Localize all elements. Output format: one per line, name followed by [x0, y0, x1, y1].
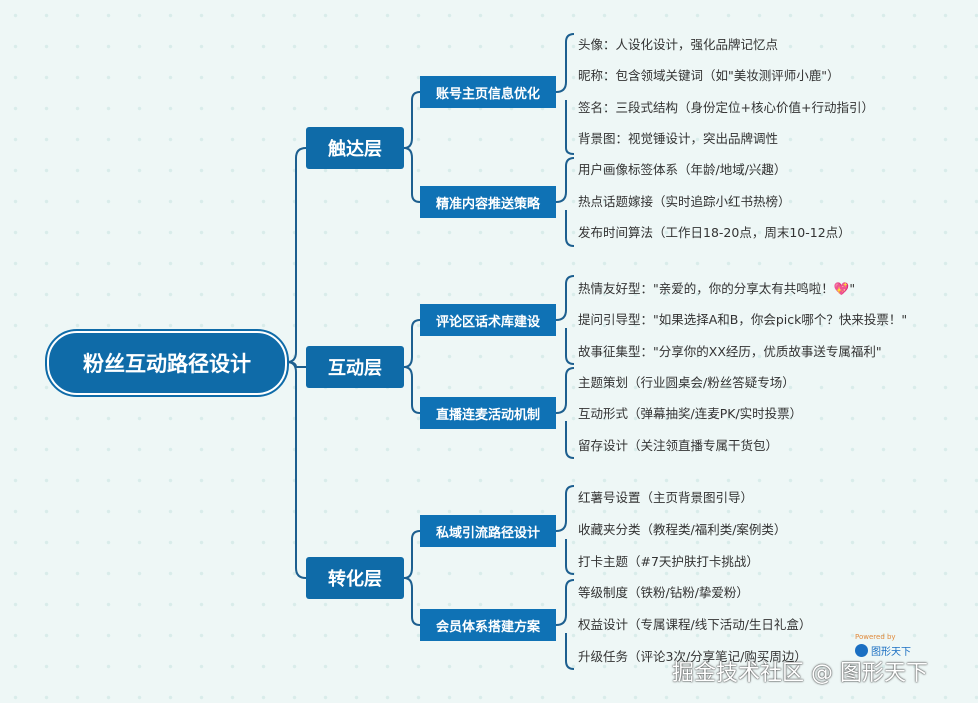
brace	[555, 275, 575, 365]
brace	[555, 33, 575, 155]
link	[403, 577, 421, 626]
leaf-node[interactable]: 昵称：包含领域关键词（如"美妆测评师小鹿"）	[578, 68, 840, 83]
link-root-l3	[286, 361, 307, 579]
leaf-node[interactable]: 留存设计（关注领直播专属干货包）	[578, 438, 779, 453]
link-root-l1	[286, 147, 307, 363]
link	[403, 530, 421, 579]
group-node[interactable]: 账号主页信息优化	[420, 76, 556, 108]
layer-node-conversion[interactable]: 转化层	[306, 557, 404, 599]
root-node[interactable]: 粉丝互动路径设计	[45, 329, 289, 397]
leaf-node[interactable]: 头像：人设化设计，强化品牌记忆点	[578, 37, 779, 52]
logo-text: 图形天下	[871, 647, 911, 658]
layer-node-reach[interactable]: 触达层	[306, 127, 404, 169]
leaf-node[interactable]: 提问引导型："如果选择A和B，你会pick哪个？快来投票！"	[578, 312, 908, 327]
leaf-node[interactable]: 升级任务（评论3次/分享笔记/购买周边）	[578, 649, 807, 664]
brace	[555, 485, 575, 575]
group-node[interactable]: 精准内容推送策略	[420, 186, 556, 218]
leaf-node[interactable]: 发布时间算法（工作日18-20点，周末10-12点）	[578, 225, 851, 240]
leaf-node[interactable]: 等级制度（铁粉/钻粉/挚爱粉）	[578, 585, 749, 600]
leaf-node[interactable]: 互动形式（弹幕抽奖/连麦PK/实时投票）	[578, 406, 803, 421]
link	[403, 91, 421, 149]
group-node[interactable]: 私域引流路径设计	[420, 515, 556, 547]
group-node[interactable]: 评论区话术库建设	[420, 304, 556, 336]
powered-by-label: Powered by	[855, 633, 896, 641]
brace	[555, 579, 575, 670]
leaf-node[interactable]: 权益设计（专属课程/线下活动/生日礼盒）	[578, 617, 812, 632]
brand-logo: 图形天下	[855, 643, 911, 658]
watermark: 掘金技术社区 @ 图形天下	[672, 661, 928, 686]
layer-node-interaction[interactable]: 互动层	[306, 346, 404, 388]
brace	[555, 157, 575, 247]
leaf-node[interactable]: 用户画像标签体系（年龄/地域/兴趣）	[578, 162, 787, 177]
link	[403, 319, 421, 368]
leaf-node[interactable]: 主题策划（行业圆桌会/粉丝答疑专场）	[578, 375, 795, 390]
brace	[555, 367, 575, 459]
leaf-node[interactable]: 故事征集型："分享你的XX经历，优质故事送专属福利"	[578, 344, 882, 359]
link	[403, 366, 421, 414]
link	[403, 147, 421, 203]
leaf-node[interactable]: 背景图：视觉锤设计，突出品牌调性	[578, 131, 779, 146]
group-node[interactable]: 会员体系搭建方案	[420, 609, 556, 641]
leaf-node[interactable]: 签名：三段式结构（身份定位+核心价值+行动指引）	[578, 100, 874, 115]
leaf-node[interactable]: 热情友好型："亲爱的，你的分享太有共鸣啦！💖"	[578, 281, 856, 296]
leaf-node[interactable]: 收藏夹分类（教程类/福利类/案例类）	[578, 522, 787, 537]
leaf-node[interactable]: 打卡主题（#7天护肤打卡挑战）	[578, 554, 759, 569]
leaf-node[interactable]: 红薯号设置（主页背景图引导）	[578, 490, 754, 505]
leaf-node[interactable]: 热点话题嫁接（实时追踪小红书热榜）	[578, 194, 791, 209]
logo-icon	[855, 644, 868, 657]
group-node[interactable]: 直播连麦活动机制	[420, 397, 556, 429]
